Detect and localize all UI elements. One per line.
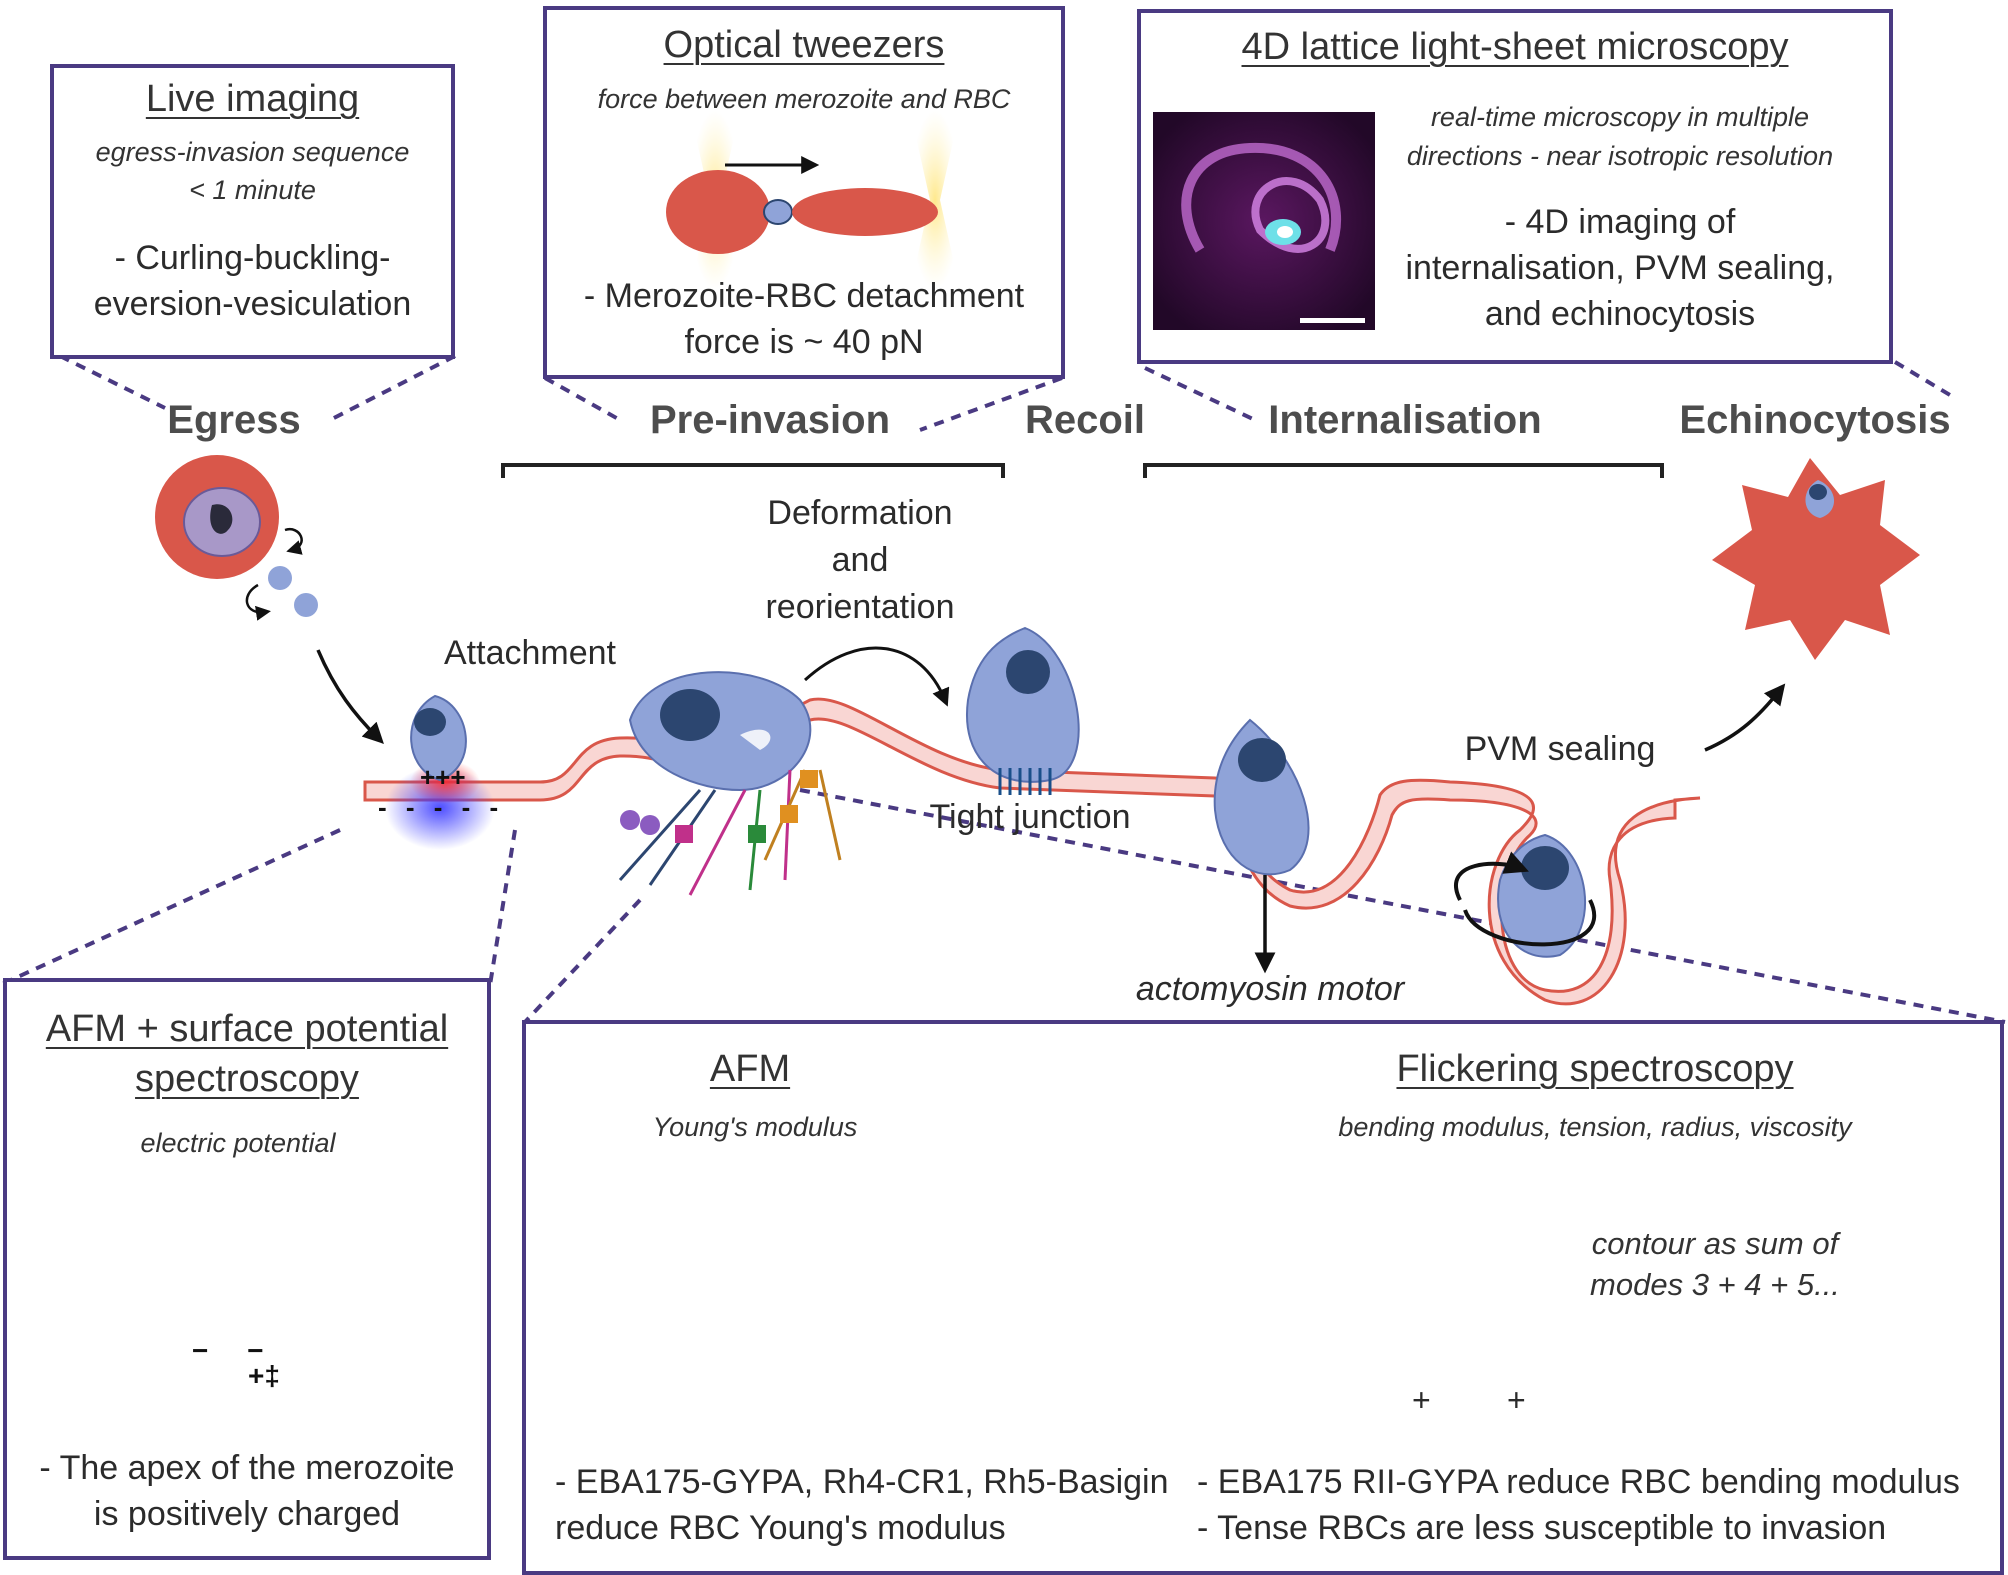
label-attachment: Attachment: [444, 634, 616, 672]
receptor-heads: [620, 770, 818, 843]
afm-surface-title-2: spectroscopy: [135, 1058, 359, 1100]
stage-egress: Egress: [167, 398, 301, 442]
charge-minus: - - - - -: [378, 792, 505, 822]
flicker-body2: - Tense RBCs are less susceptible to inv…: [1197, 1509, 1887, 1547]
live-imaging-title: Live imaging: [145, 78, 360, 120]
reorientation-arrow: [803, 646, 950, 707]
afm-flicker-box: [522, 1020, 2004, 1575]
label-deformation-3: reorientation: [765, 588, 955, 626]
live-imaging-body1: - Curling-buckling-: [114, 239, 391, 277]
optical-tweezers-body1: - Merozoite-RBC detachment: [583, 277, 1025, 315]
live-imaging-box: [50, 64, 455, 359]
live-imaging-sub2: < 1 minute: [189, 175, 316, 205]
label-deformation-2: and: [831, 541, 889, 579]
afm-surface-body2: is positively charged: [93, 1495, 401, 1533]
afm-surface-charges: − −: [192, 1335, 264, 1366]
label-pvm-sealing: PVM sealing: [1464, 730, 1656, 768]
echinocyte: [1712, 458, 1920, 660]
optical-tweezers-title: Optical tweezers: [663, 24, 945, 66]
mode-plus-1: +: [1412, 1382, 1431, 1418]
lattice-sub1: real-time microscopy in multiple: [1430, 102, 1810, 132]
lattice-body2: internalisation, PVM sealing,: [1405, 249, 1835, 287]
stage-recoil: Recoil: [1024, 398, 1146, 442]
charge-plus: +++: [420, 762, 466, 792]
afm-surface-box: [3, 978, 491, 1560]
lattice-sub2: directions - near isotropic resolution: [1406, 141, 1834, 171]
label-tight-junction: Tight junction: [929, 798, 1131, 836]
label-actomyosin: actomyosin motor: [1135, 970, 1405, 1008]
stage-echinocytosis: Echinocytosis: [1679, 398, 1951, 442]
flicker-title: Flickering spectroscopy: [1396, 1048, 1794, 1090]
deformed-merozoite: [628, 671, 812, 792]
attached-merozoite: [410, 694, 467, 782]
tj-merozoite: [965, 626, 1080, 795]
optical-tweezers-body2: force is ~ 40 pN: [684, 323, 924, 361]
afm-surface-body1: - The apex of the merozoite: [39, 1449, 455, 1487]
optical-tweezers-box: [543, 6, 1065, 379]
afm-surface-title-1: AFM + surface potential: [45, 1008, 449, 1050]
internalising-merozoite: [1213, 718, 1310, 876]
egress-rbc: [155, 455, 318, 621]
lattice-body1: - 4D imaging of: [1504, 203, 1736, 241]
live-imaging-body2: eversion-vesiculation: [93, 285, 412, 323]
afm-body1: - EBA175-GYPA, Rh4-CR1, Rh5-Basigin: [555, 1463, 1169, 1501]
afm-surface-sub: electric potential: [140, 1128, 336, 1158]
stage-internalisation: Internalisation: [1268, 398, 1542, 442]
egress-arrow: [316, 649, 384, 744]
label-deformation-1: Deformation: [767, 494, 953, 532]
afm-body2: reduce RBC Young's modulus: [555, 1509, 1006, 1547]
pvm-merozoite: [1454, 833, 1596, 958]
lattice-title: 4D lattice light-sheet microscopy: [1241, 26, 1789, 68]
connector-lines: [0, 354, 2006, 1024]
afm-sub: Young's modulus: [652, 1112, 858, 1142]
flicker-note-2: modes 3 + 4 + 5...: [1590, 1267, 1840, 1302]
flicker-sub: bending modulus, tension, radius, viscos…: [1338, 1112, 1852, 1142]
afm-surface-plus: +‡: [248, 1360, 280, 1391]
afm-title: AFM: [709, 1048, 791, 1090]
flicker-note-1: contour as sum of: [1591, 1226, 1839, 1261]
flicker-body1: - EBA175 RII-GYPA reduce RBC bending mod…: [1197, 1463, 1960, 1501]
live-imaging-sub1: egress-invasion sequence: [95, 137, 410, 167]
stage-pre-invasion: Pre-invasion: [649, 398, 891, 442]
rbc-membrane: [363, 697, 1701, 1006]
lattice-body3: and echinocytosis: [1484, 295, 1756, 333]
optical-tweezers-sub: force between merozoite and RBC: [597, 84, 1011, 114]
mode-plus-2: +: [1507, 1382, 1526, 1418]
stage-brackets: [501, 463, 1664, 478]
echinocyte-arrow: [1704, 683, 1786, 752]
